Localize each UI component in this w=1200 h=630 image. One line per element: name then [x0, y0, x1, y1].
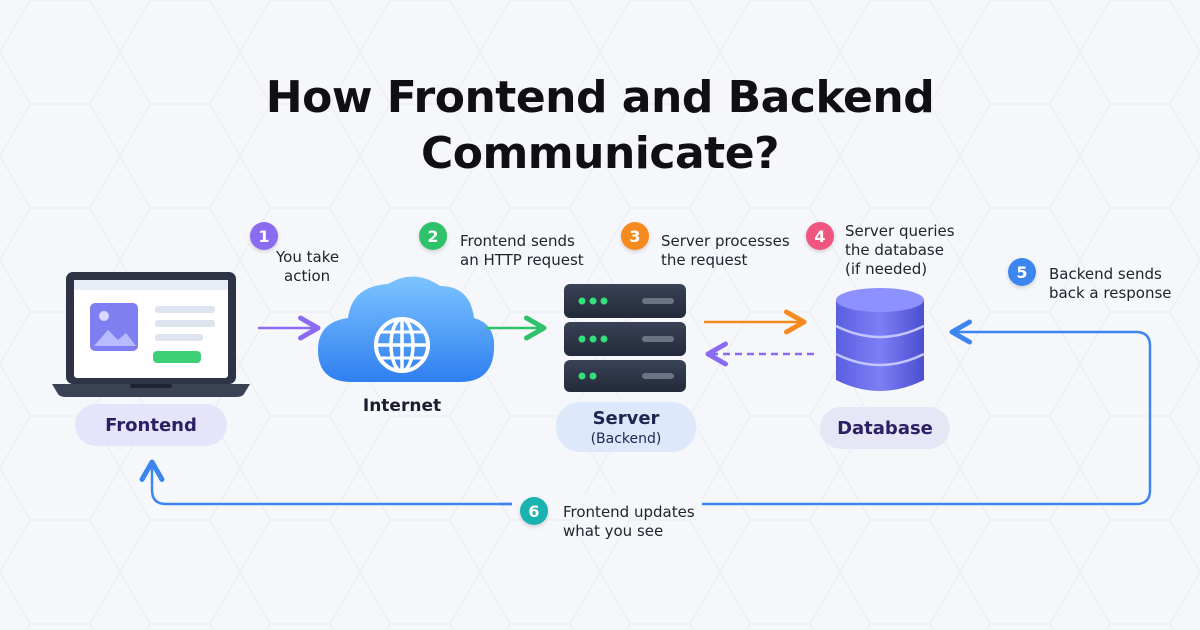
database-icon — [835, 288, 925, 391]
server-label-pill: Server (Backend) — [556, 402, 696, 452]
frontend-label: Frontend — [105, 414, 197, 436]
server-sublabel: (Backend) — [590, 430, 662, 447]
database-label-pill: Database — [820, 407, 950, 449]
step-6-text: Frontend updates what you see — [563, 503, 695, 540]
step-1-badge: 1 — [250, 222, 278, 250]
step-4-text: Server queries the database (if needed) — [845, 222, 955, 278]
server-label: Server — [592, 407, 660, 429]
internet-label: Internet — [362, 396, 442, 416]
frontend-label-pill: Frontend — [75, 404, 227, 446]
step-6-badge: 6 — [520, 497, 548, 525]
title-line-2: Communicate? — [420, 128, 780, 179]
step-2-text: Frontend sends an HTTP request — [460, 232, 584, 269]
step-5-text: Backend sends back a response — [1049, 265, 1172, 302]
step-5-badge: 5 — [1008, 258, 1036, 286]
server-rack-icon — [564, 284, 686, 392]
page-title: How Frontend and Backend Communicate? — [0, 70, 1200, 182]
step-4-badge: 4 — [806, 222, 834, 250]
step-2-badge: 2 — [419, 222, 447, 250]
arrow-response-loop — [500, 319, 1152, 506]
title-line-1: How Frontend and Backend — [265, 72, 935, 123]
cloud-globe-icon — [318, 276, 495, 382]
step-1-text: You take action — [276, 248, 340, 285]
step-3-text: Server processes the request — [661, 232, 790, 269]
step-3-badge: 3 — [621, 222, 649, 250]
laptop-icon — [52, 272, 250, 397]
database-label: Database — [837, 417, 933, 439]
arrow-update-frontend — [139, 459, 512, 506]
